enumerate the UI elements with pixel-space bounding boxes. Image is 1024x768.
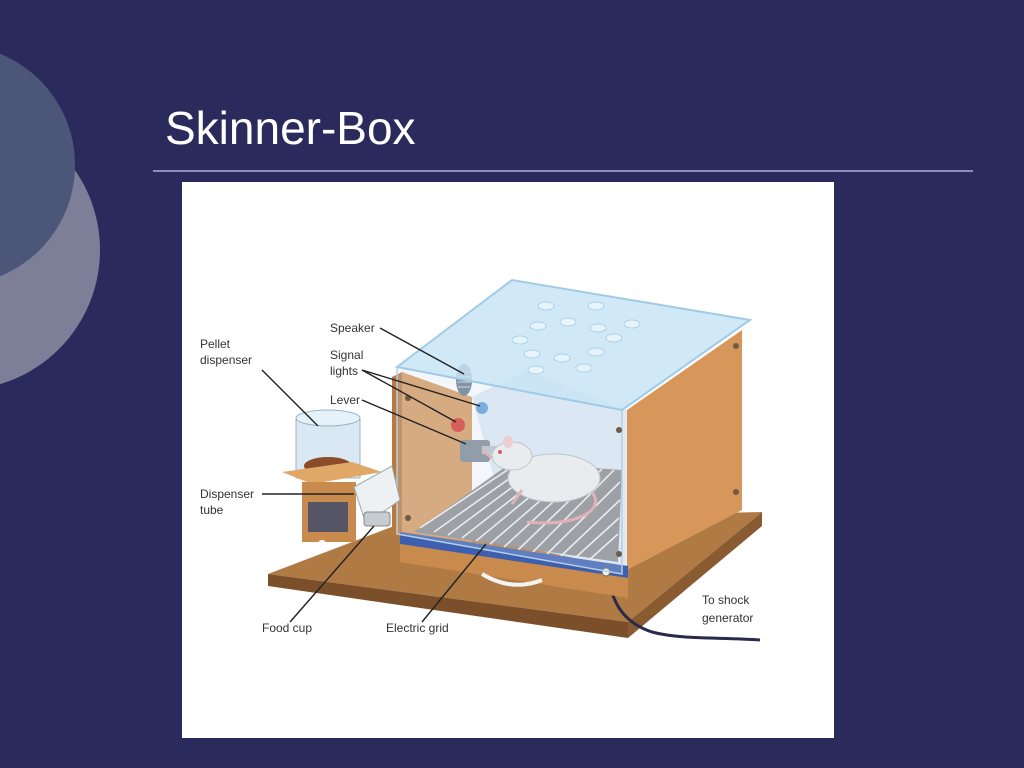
leader-lines — [261, 327, 487, 623]
pellet-dispenser — [282, 409, 382, 548]
glass-top-holes — [511, 301, 641, 375]
base-board-front — [268, 574, 628, 638]
page-title: Skinner-Box — [165, 102, 416, 154]
label-signal-lights-2: lights — [330, 364, 358, 378]
label-electric-grid: Electric grid — [386, 621, 449, 635]
shock-cable — [605, 571, 761, 642]
label-dispenser-tube-1: Dispenser — [200, 487, 254, 501]
food-cup — [363, 511, 391, 527]
label-lever: Lever — [330, 393, 360, 407]
label-pellet-dispenser-1: Pellet — [200, 337, 231, 351]
label-pellet-dispenser-2: dispenser — [200, 353, 252, 367]
diagram-panel: Pellet dispenser Speaker Signal lights L… — [182, 182, 834, 738]
drawer-handle — [480, 572, 543, 587]
chamber-left-wall — [402, 372, 472, 542]
label-speaker: Speaker — [330, 321, 375, 335]
dispenser-tube — [353, 465, 401, 525]
chamber-right-wall — [627, 330, 742, 570]
label-dispenser-tube-2: tube — [200, 503, 224, 517]
rat — [481, 436, 601, 525]
lever-bar — [482, 446, 500, 454]
label-to-shock-2: generator — [702, 611, 753, 625]
title-divider — [153, 170, 973, 172]
label-food-cup: Food cup — [262, 621, 312, 635]
decorative-circle — [0, 53, 75, 277]
label-signal-lights-1: Signal — [330, 348, 363, 362]
base-board-side — [628, 512, 762, 638]
decorative-ring — [0, 115, 100, 385]
lever — [460, 440, 490, 462]
skinner-box-diagram: Pellet dispenser Speaker Signal lights L… — [200, 278, 762, 642]
glass-top — [394, 278, 753, 412]
drawer-front — [400, 544, 628, 598]
label-to-shock-1: To shock — [702, 593, 750, 607]
